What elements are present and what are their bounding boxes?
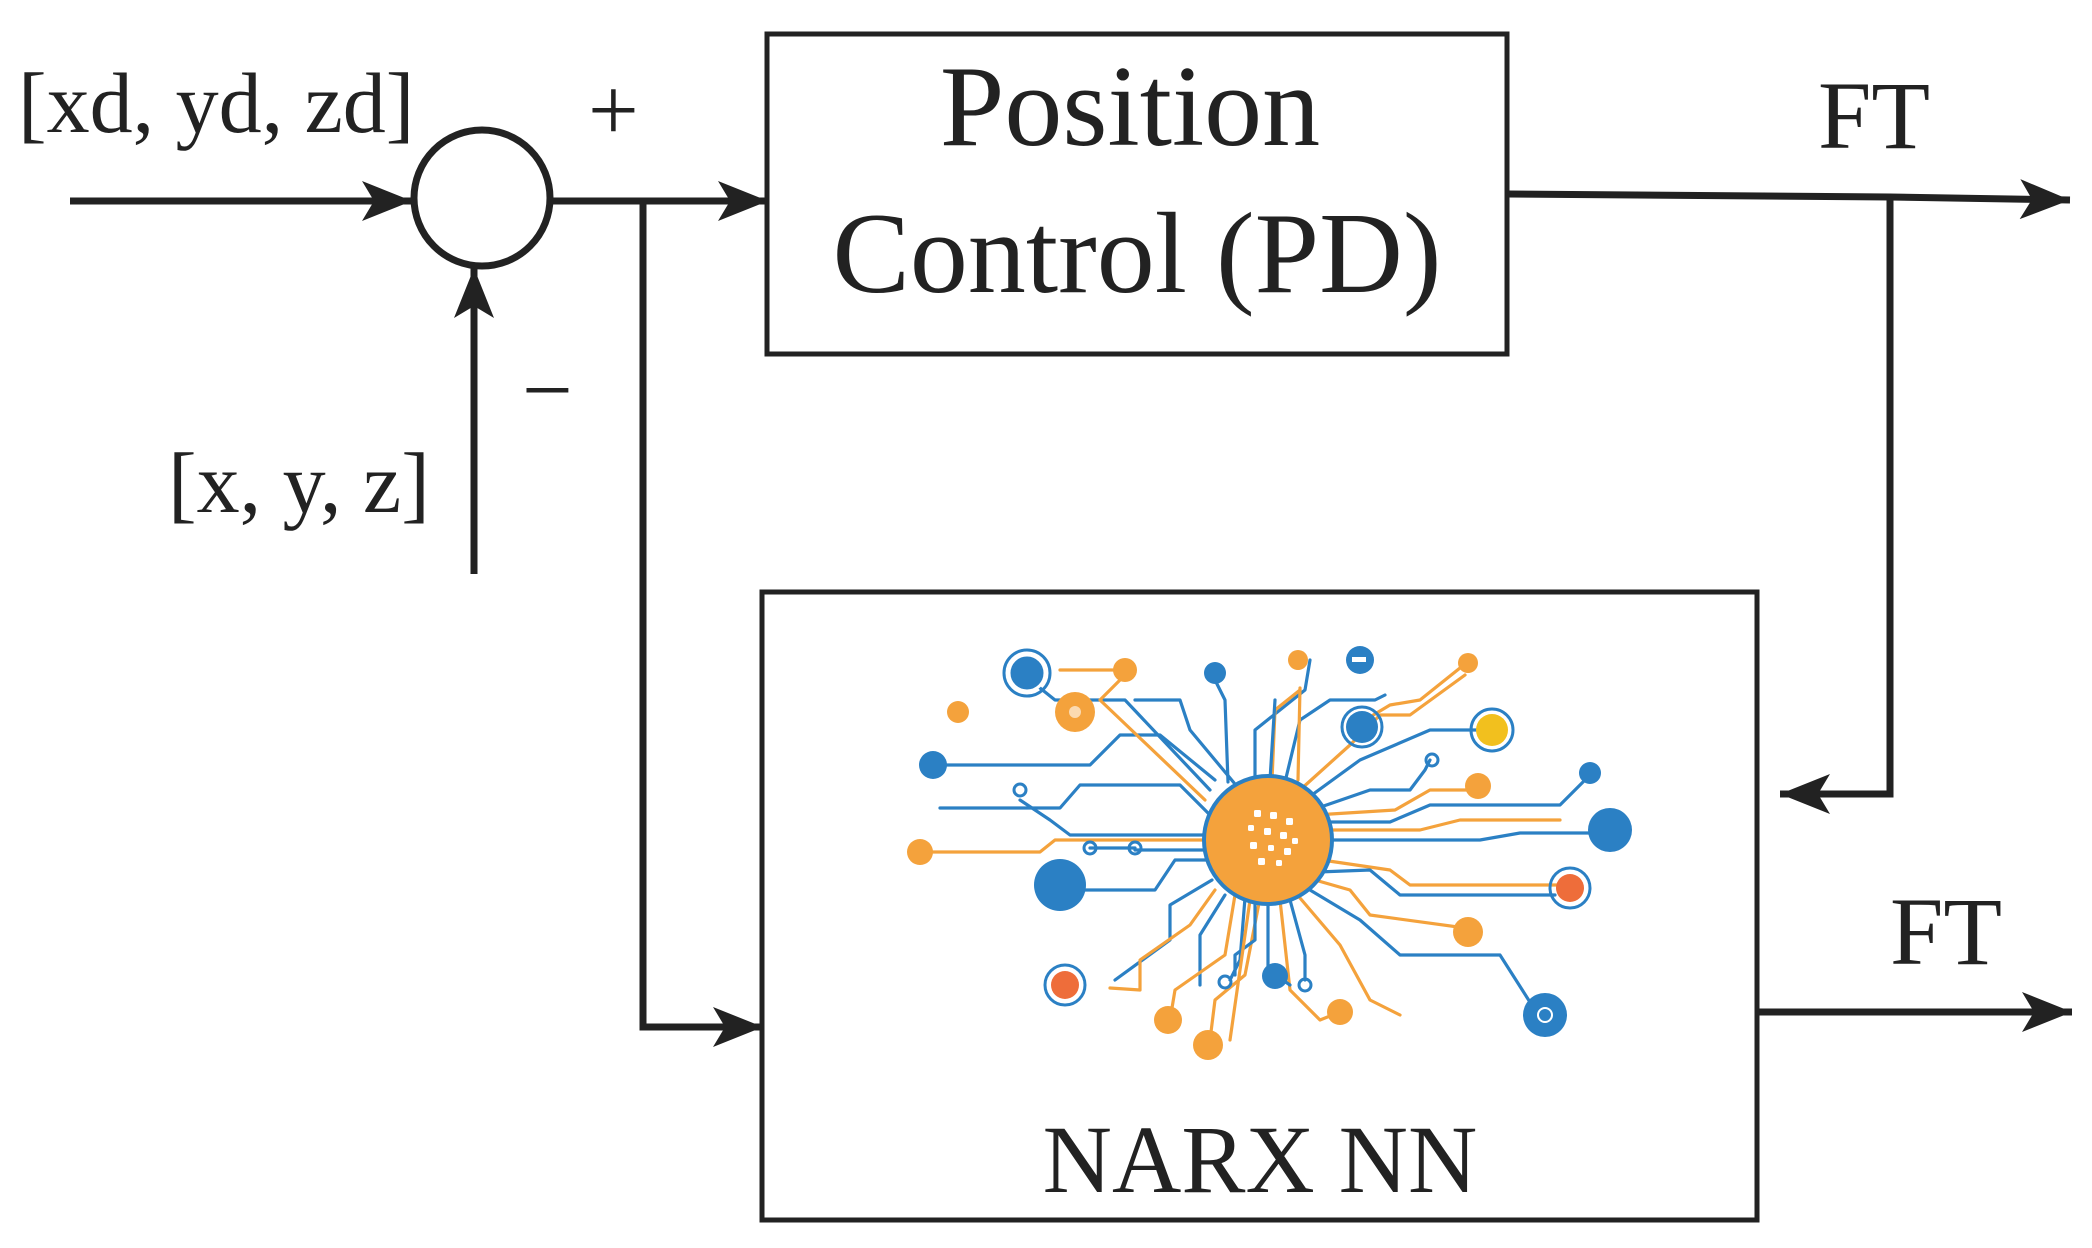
pd-to-narx-arrow (1780, 197, 1894, 814)
minus-sign: − (522, 341, 573, 440)
narx-output-label: FT (1890, 878, 2002, 985)
narx-nn-label: NARX NN (1043, 1106, 1478, 1213)
position-control-block (764, 31, 1510, 357)
plus-sign: + (588, 61, 639, 160)
position-control-line1: Position (940, 43, 1320, 171)
error-to-narx-arrow (639, 201, 763, 1047)
pd-output-label: FT (1818, 62, 1930, 169)
summing-junction (410, 126, 554, 270)
position-control-line2: Control (PD) (833, 190, 1442, 318)
neural-network-icon (907, 646, 1632, 1060)
pd-output-arrow (1507, 179, 2071, 220)
measured-position-label: [x, y, z] (168, 435, 430, 531)
desired-position-label: [xd, yd, zd] (18, 55, 414, 151)
